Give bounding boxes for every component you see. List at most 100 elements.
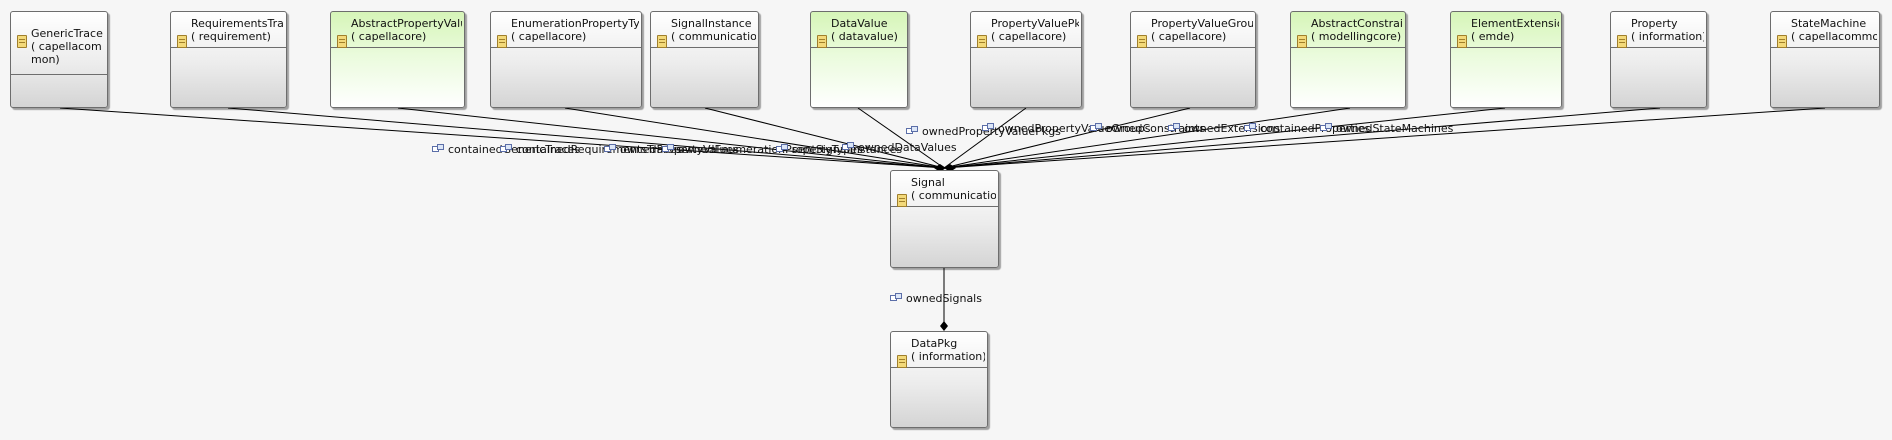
reference-icon xyxy=(842,142,854,150)
edge-property-value-group xyxy=(943,107,1191,169)
role-label-owned-property-values[interactable]: ownedPropertyValues xyxy=(604,143,739,156)
class-header xyxy=(1771,12,1879,48)
class-header xyxy=(811,12,907,48)
class-state-machine[interactable]: StateMachine ( capellacommon) xyxy=(1770,11,1880,108)
class-header xyxy=(651,12,758,48)
class-icon xyxy=(657,35,667,48)
class-package: ( emde) xyxy=(1471,30,1515,43)
class-package: ( modellingcore) xyxy=(1311,30,1402,43)
class-icon xyxy=(177,35,187,48)
class-package: ( capellacore) xyxy=(511,30,587,43)
class-signal[interactable]: Signal ( communication) xyxy=(890,170,999,268)
edge-signal-instance xyxy=(704,107,945,169)
class-package: ( communication) xyxy=(671,30,756,43)
class-header xyxy=(1451,12,1561,48)
class-icon xyxy=(1297,35,1307,48)
edge-property xyxy=(943,107,1661,169)
class-name: PropertyValuePkg xyxy=(991,17,1079,30)
reference-icon xyxy=(662,144,674,152)
class-icon xyxy=(897,194,907,207)
reference-icon xyxy=(1090,123,1102,131)
class-enumeration-property-type[interactable]: EnumerationPropertyType ( capellacore) xyxy=(490,11,642,108)
class-header xyxy=(891,332,987,368)
class-property[interactable]: Property ( information) xyxy=(1610,11,1707,108)
class-package: ( datavalue) xyxy=(831,30,898,43)
reference-icon xyxy=(1168,123,1180,131)
class-header xyxy=(491,12,641,48)
class-data-pkg[interactable]: DataPkg ( information) xyxy=(890,331,988,428)
class-requirements-trace[interactable]: RequirementsTrace ( requirement) xyxy=(170,11,287,108)
class-name: EnumerationPropertyType xyxy=(511,17,639,30)
reference-icon xyxy=(890,293,902,301)
class-name: RequirementsTrace xyxy=(191,17,284,30)
composition-diamond-datapkg xyxy=(940,321,948,331)
role-label-contained-requirements-traces[interactable]: containedRequirementsTraces xyxy=(500,143,682,156)
class-package: ( capellacore) xyxy=(351,30,427,43)
edge-requirements-trace xyxy=(227,107,945,169)
class-package: ( capellacommon) xyxy=(31,40,102,66)
role-label-contained-properties[interactable]: containedProperties xyxy=(1244,122,1370,135)
class-header xyxy=(1131,12,1255,48)
class-name: PropertyValueGroup xyxy=(1151,17,1253,30)
edge-enumeration-property-type xyxy=(564,107,945,169)
class-package: ( capellacore) xyxy=(991,30,1067,43)
class-abstract-constraint[interactable]: AbstractConstraint ( modellingcore) xyxy=(1290,11,1406,108)
class-abstract-property-value[interactable]: AbstractPropertyValue ( capellacore) xyxy=(330,11,465,108)
class-package: ( communication) xyxy=(911,189,996,202)
role-label-owned-data-values[interactable]: ownedDataValues xyxy=(842,141,957,154)
class-name: DataPkg xyxy=(911,337,958,350)
class-icon xyxy=(1457,35,1467,48)
edge-abstract-constraint xyxy=(943,107,1351,169)
class-name: Signal xyxy=(911,176,945,189)
class-name: ElementExtension xyxy=(1471,17,1559,30)
class-package: ( information) xyxy=(911,350,985,363)
reference-icon xyxy=(500,144,512,152)
class-name: StateMachine xyxy=(1791,17,1867,30)
class-icon xyxy=(1137,35,1147,48)
class-package: ( requirement) xyxy=(191,30,271,43)
class-package: ( information) xyxy=(1631,30,1704,43)
class-signal-instance[interactable]: SignalInstance ( communication) xyxy=(650,11,759,108)
class-header xyxy=(891,171,998,207)
class-icon xyxy=(337,35,347,48)
class-icon xyxy=(897,355,907,368)
edge-generic-trace xyxy=(59,107,945,169)
class-data-value[interactable]: DataValue ( datavalue) xyxy=(810,11,908,108)
class-header xyxy=(331,12,464,48)
class-package: ( capellacore) xyxy=(1151,30,1227,43)
class-icon xyxy=(817,35,827,48)
role-label-owned-state-machines[interactable]: ownedStateMachines xyxy=(1320,122,1453,135)
class-name: Property xyxy=(1631,17,1678,30)
class-icon xyxy=(497,35,507,48)
edge-data-value xyxy=(857,107,945,169)
role-label-owned-property-value-pkgs[interactable]: ownedPropertyValuePkgs xyxy=(906,125,1061,138)
reference-icon xyxy=(906,126,918,134)
reference-icon xyxy=(1244,123,1256,131)
role-label-contained-generic-traces[interactable]: containedGenericTraces xyxy=(432,143,580,156)
role-label-owned-signals[interactable]: ownedSignals xyxy=(890,292,982,305)
reference-icon xyxy=(432,144,444,152)
role-label-owned-constraints[interactable]: ownedConstraints xyxy=(1090,122,1205,135)
class-name: AbstractConstraint xyxy=(1311,17,1403,30)
class-element-extension[interactable]: ElementExtension ( emde) xyxy=(1450,11,1562,108)
class-property-value-pkg[interactable]: PropertyValuePkg ( capellacore) xyxy=(970,11,1082,108)
role-label-owned-enumeration-property-types[interactable]: ownedEnumerationPropertyTypes xyxy=(662,143,863,156)
reference-icon xyxy=(604,144,616,152)
class-generic-trace[interactable]: GenericTrace ( capellacommon) xyxy=(10,11,108,108)
edge-element-extension xyxy=(943,107,1506,169)
class-header xyxy=(1291,12,1405,48)
class-icon xyxy=(1617,35,1627,48)
edge-property-value-pkg xyxy=(943,107,1027,169)
class-property-value-group[interactable]: PropertyValueGroup ( capellacore) xyxy=(1130,11,1256,108)
role-label-owned-property-value-groups[interactable]: ownedPropertyValueGroups xyxy=(982,122,1150,135)
class-icon xyxy=(1777,35,1787,48)
reference-icon xyxy=(776,144,788,152)
class-package: ( capellacommon) xyxy=(1791,30,1877,43)
class-header xyxy=(1611,12,1706,48)
reference-icon xyxy=(1320,123,1332,131)
reference-icon xyxy=(982,123,994,131)
edge-abstract-property-value xyxy=(397,107,945,169)
class-name: AbstractPropertyValue xyxy=(351,17,462,30)
role-label-owned-extensions[interactable]: ownedExtensions xyxy=(1168,122,1280,135)
